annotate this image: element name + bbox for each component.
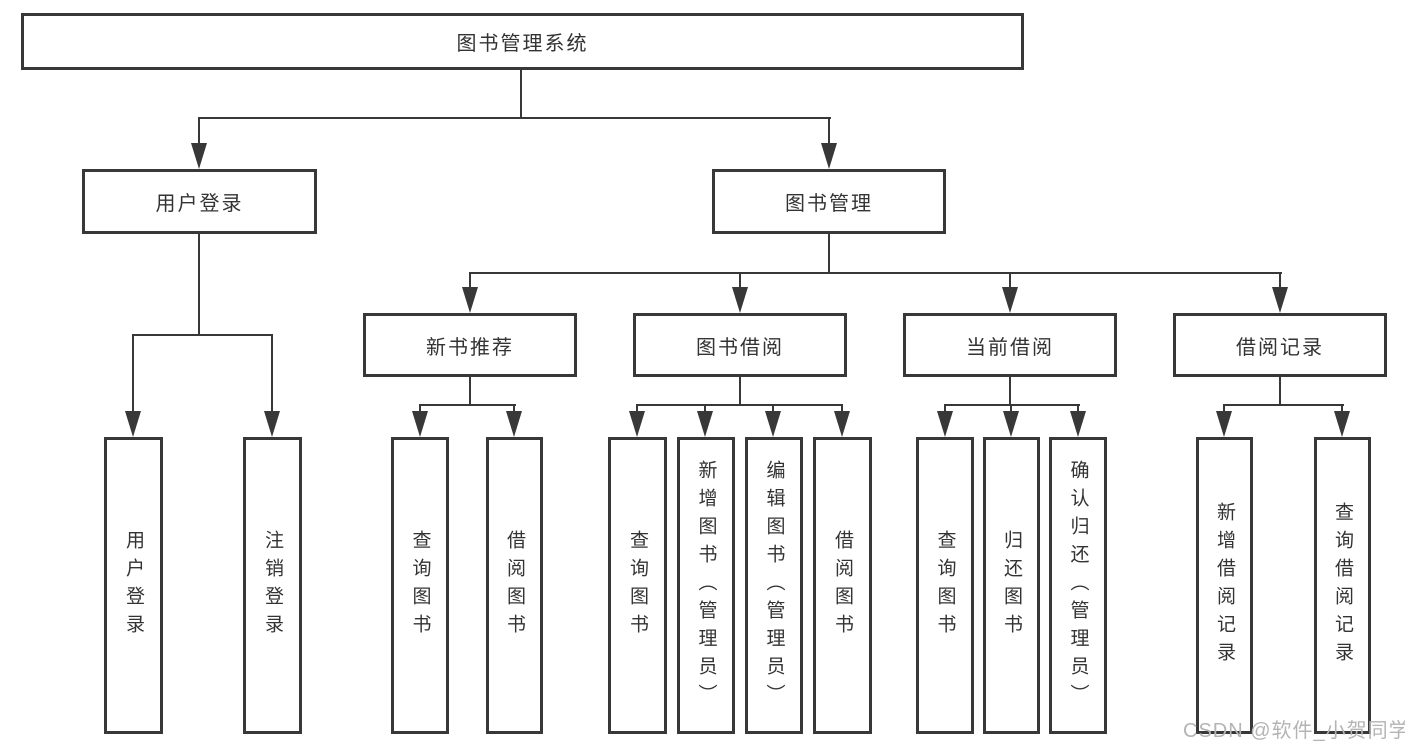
arrowhead-down-icon xyxy=(1216,411,1232,437)
edge-line xyxy=(198,233,200,336)
edge-line xyxy=(772,404,774,413)
leaf-user-login: 用户登录 xyxy=(104,437,163,734)
edge-line xyxy=(419,404,516,406)
edge-line xyxy=(944,404,946,413)
edge-line xyxy=(1077,404,1079,413)
edge-line xyxy=(1279,377,1281,406)
edge-line xyxy=(513,404,515,413)
edge-line xyxy=(636,404,638,413)
edge-line xyxy=(520,70,522,118)
leaf-confirm-return-admin: 确认归还（管理员） xyxy=(1049,437,1107,734)
arrowhead-down-icon xyxy=(191,143,207,169)
leaf-logout: 注销登录 xyxy=(243,437,302,734)
edge-line xyxy=(944,404,1080,406)
arrowhead-down-icon xyxy=(125,411,141,437)
leaf-query-books-borrow: 查询图书 xyxy=(608,437,667,734)
leaf-query-books-recommend: 查询图书 xyxy=(391,437,449,734)
arrowhead-down-icon xyxy=(264,411,280,437)
edge-line xyxy=(419,404,421,413)
leaf-borrow-books: 借阅图书 xyxy=(813,437,872,734)
edge-line xyxy=(469,272,471,289)
arrowhead-down-icon xyxy=(506,411,522,437)
node-book-borrowing: 图书借阅 xyxy=(633,313,847,377)
edge-line xyxy=(704,404,706,413)
edge-line xyxy=(1223,404,1225,413)
arrowhead-down-icon xyxy=(1070,411,1086,437)
leaf-add-books-admin: 新增图书（管理员） xyxy=(677,437,735,734)
edge-line xyxy=(271,334,273,413)
edge-line xyxy=(198,117,831,119)
edge-line xyxy=(1010,404,1012,413)
node-user-login: 用户登录 xyxy=(82,169,317,234)
edge-line xyxy=(739,272,741,289)
arrowhead-down-icon xyxy=(765,411,781,437)
edge-line xyxy=(198,117,200,145)
edge-line xyxy=(1279,272,1281,289)
edge-line xyxy=(1009,272,1011,289)
node-borrowing-records: 借阅记录 xyxy=(1173,313,1387,377)
arrowhead-down-icon xyxy=(412,411,428,437)
arrowhead-down-icon xyxy=(821,143,837,169)
edge-line xyxy=(132,334,273,336)
arrowhead-down-icon xyxy=(1334,411,1350,437)
arrowhead-down-icon xyxy=(629,411,645,437)
csdn-watermark: CSDN @软件_小贺同学 xyxy=(1183,720,1405,742)
edge-line xyxy=(828,117,830,145)
arrowhead-down-icon xyxy=(697,411,713,437)
edge-line xyxy=(469,377,471,406)
leaf-add-borrow-record: 新增借阅记录 xyxy=(1196,437,1253,734)
leaf-borrow-books-recommend: 借阅图书 xyxy=(486,437,543,734)
edge-line xyxy=(132,334,134,413)
arrowhead-down-icon xyxy=(1272,287,1288,313)
node-book-management: 图书管理 xyxy=(712,169,946,234)
node-current-borrowing: 当前借阅 xyxy=(903,313,1117,377)
arrowhead-down-icon xyxy=(1002,287,1018,313)
edge-line xyxy=(1223,404,1344,406)
arrowhead-down-icon xyxy=(462,287,478,313)
arrowhead-down-icon xyxy=(834,411,850,437)
edge-line xyxy=(1009,377,1011,406)
edge-line xyxy=(1341,404,1343,413)
leaf-return-books: 归还图书 xyxy=(983,437,1040,734)
arrowhead-down-icon xyxy=(1003,411,1019,437)
leaf-query-borrow-record: 查询借阅记录 xyxy=(1314,437,1371,734)
edge-line xyxy=(636,404,843,406)
arrowhead-down-icon xyxy=(937,411,953,437)
leaf-query-books-current: 查询图书 xyxy=(916,437,974,734)
leaf-edit-books-admin: 编辑图书（管理员） xyxy=(745,437,803,734)
node-new-book-recommendation: 新书推荐 xyxy=(363,313,577,377)
edge-line xyxy=(739,377,741,406)
edge-line xyxy=(828,234,830,274)
node-root-library-management-system: 图书管理系统 xyxy=(21,13,1024,70)
arrowhead-down-icon xyxy=(732,287,748,313)
edge-line xyxy=(841,404,843,413)
edge-line xyxy=(469,272,1282,274)
